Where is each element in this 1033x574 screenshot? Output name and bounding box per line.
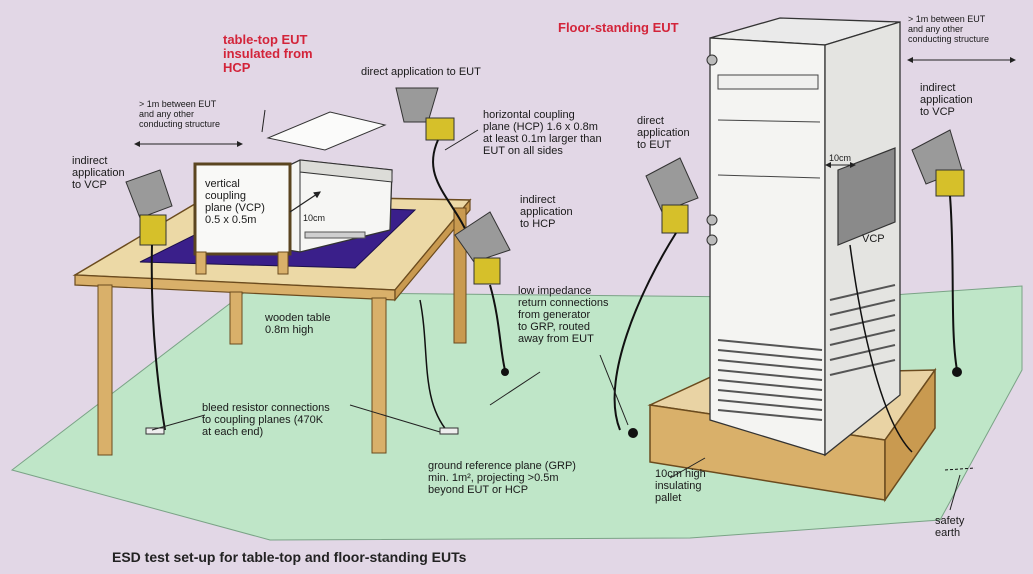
label-dist-left: > 1m between EUT and any other conductin…: [139, 99, 221, 129]
bleed-cable-floor: [849, 244, 913, 453]
label-grp: ground reference plane (GRP) min. 1m², p…: [428, 460, 576, 496]
vcp-floor: [837, 147, 896, 246]
bleed-resistor-right: [439, 427, 459, 435]
label-direct-app-floor: direct application to EUT: [637, 115, 690, 151]
esd-gun-indirect-hcp: [454, 211, 511, 376]
label-safety-earth: safety earth: [935, 515, 965, 539]
esd-gun-direct-table: [395, 87, 471, 241]
label-indirect-vcp-left: indirect application to VCP: [72, 155, 125, 191]
leader-lines: [151, 109, 961, 511]
label-direct-app-table: direct application to EUT: [361, 66, 481, 78]
esd-gun-indirect-vcp-right: [911, 129, 965, 377]
label-wooden-table: wooden table 0.8m high: [265, 312, 331, 336]
label-vcp-floor: VCP: [862, 233, 885, 245]
label-table-top-eut: table-top EUT insulated from HCP: [223, 32, 313, 75]
label-indirect-hcp: indirect application to HCP: [520, 194, 573, 230]
bleed-resistor-left: [145, 427, 165, 435]
label-floor-standing-eut: Floor-standing EUT: [558, 20, 679, 35]
label-low-impedance: low impedance return connections from ge…: [518, 285, 609, 345]
figure-caption: ESD test set-up for table-top and floor-…: [112, 549, 467, 565]
label-dist-right: > 1m between EUT and any other conductin…: [908, 14, 990, 44]
vcp-table: [193, 162, 321, 275]
bleed-cable-table: [419, 299, 449, 433]
label-bleed: bleed resistor connections to coupling p…: [202, 402, 330, 438]
label-vcp-box: vertical coupling plane (VCP) 0.5 x 0.5m: [205, 178, 265, 226]
esd-gun-indirect-vcp-left: [125, 169, 173, 431]
label-hcp: horizontal coupling plane (HCP) 1.6 x 0.…: [483, 109, 602, 157]
floor-standing-eut: [706, 17, 901, 457]
esd-gun-direct-floor: [613, 157, 699, 438]
safety-earth-line: [944, 467, 976, 471]
label-pallet: 10cm high insulating pallet: [655, 468, 706, 504]
label-indirect-vcp-right: indirect application to VCP: [920, 82, 973, 118]
label-ten-cm-table: 10cm: [303, 213, 326, 223]
label-ten-cm-floor: 10cm: [829, 153, 852, 163]
